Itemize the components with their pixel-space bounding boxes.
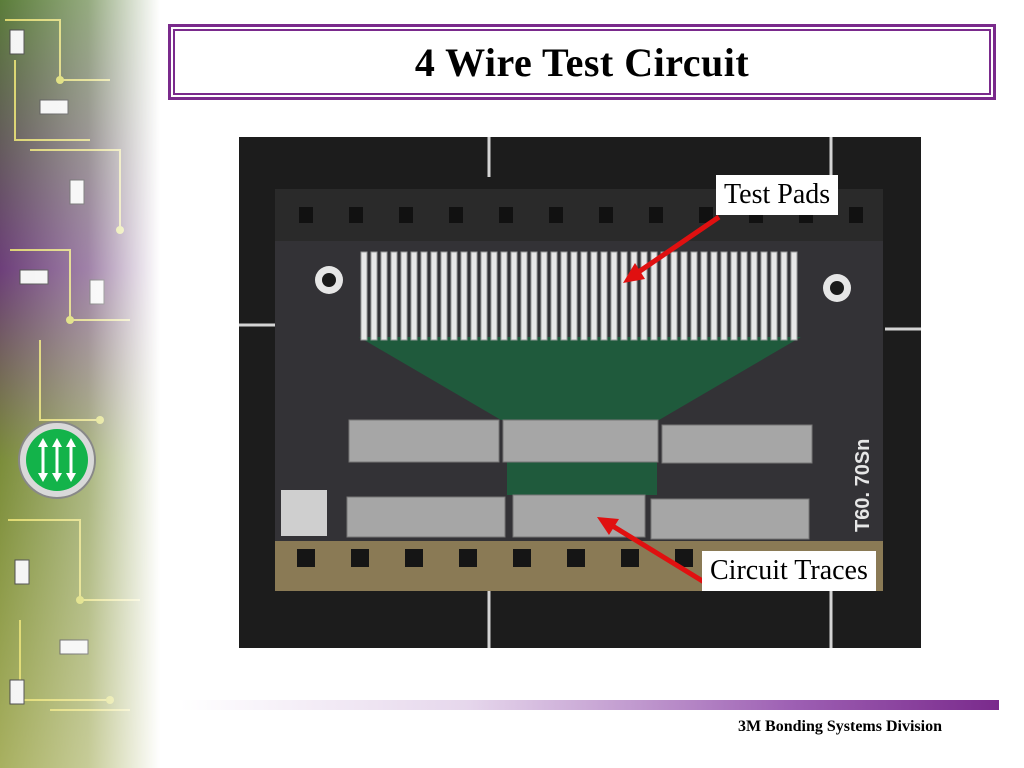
circuit-traces-callout: Circuit Traces	[702, 551, 876, 591]
circuit-board-sidebar	[0, 0, 160, 768]
slide-title: 4 Wire Test Circuit	[414, 39, 750, 85]
test-pads-callout: Test Pads	[716, 175, 839, 215]
footer-text: 3M Bonding Systems Division	[737, 718, 942, 735]
three-arrows-logo-icon	[17, 420, 97, 500]
footer-divider	[180, 700, 999, 710]
chip-marking-label: T60. 70Sn	[852, 439, 874, 532]
title-box: 4 Wire Test Circuit	[168, 24, 996, 100]
